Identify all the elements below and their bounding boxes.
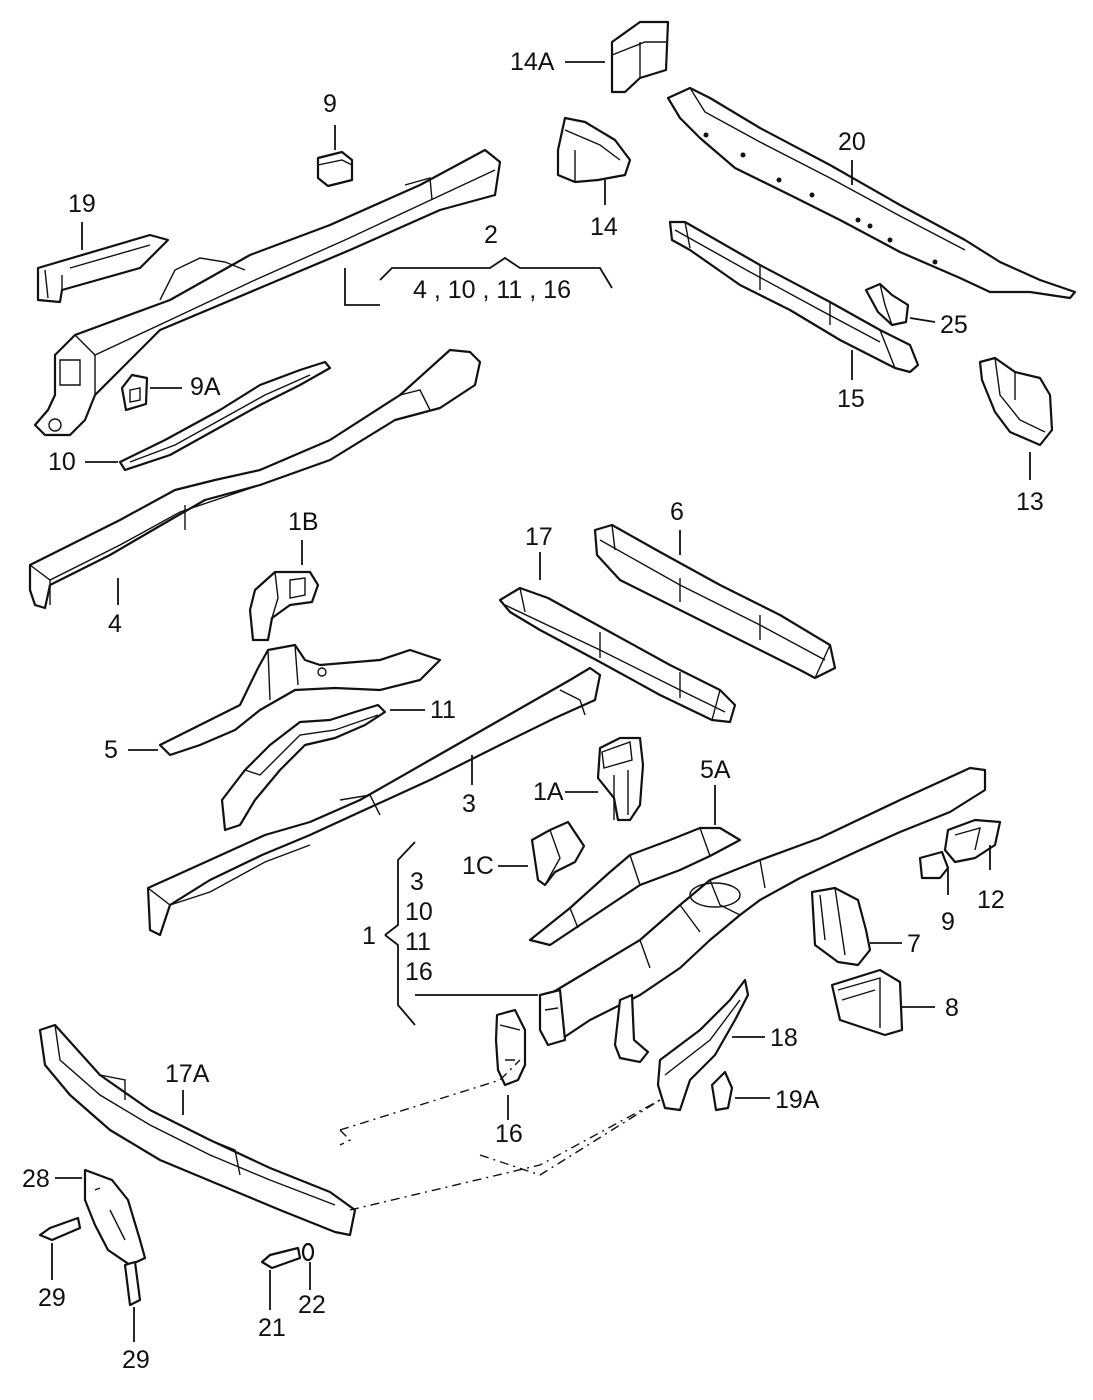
part-25-bracket	[864, 282, 910, 327]
label-13: 13	[1016, 488, 1044, 516]
label-1-group-16: 16	[405, 958, 433, 986]
label-14: 14	[590, 213, 618, 241]
label-17A: 17A	[165, 1060, 210, 1088]
label-1-group-11: 11	[405, 928, 431, 956]
label-1A: 1A	[533, 778, 564, 806]
label-19A: 19A	[775, 1086, 820, 1114]
part-17A-crossmember	[38, 1023, 357, 1237]
label-1C: 1C	[462, 852, 494, 880]
label-9-top: 9	[323, 90, 337, 118]
label-1-group-3: 3	[410, 868, 424, 896]
part-9A-plate	[120, 373, 149, 412]
part-11-reinforcement	[220, 703, 387, 832]
label-9-mid: 9	[941, 908, 955, 936]
part-29-bolt-left	[38, 1216, 82, 1242]
label-5: 5	[104, 736, 118, 764]
label-1B: 1B	[288, 508, 319, 536]
part-1B-bracket	[248, 570, 320, 642]
part-14A-bracket	[610, 20, 670, 94]
label-1-group-10: 10	[405, 898, 433, 926]
part-14-bracket	[556, 116, 632, 184]
part-28-bracket	[83, 1168, 147, 1267]
label-29-bottom: 29	[122, 1346, 150, 1374]
part-7-bracket	[810, 886, 872, 967]
label-21: 21	[258, 1314, 286, 1342]
label-18: 18	[770, 1024, 798, 1052]
label-5A: 5A	[700, 756, 731, 784]
part-16-plate	[538, 988, 567, 1047]
label-29-left: 29	[38, 1284, 66, 1312]
part-29-bolt-bottom	[123, 1260, 142, 1307]
label-25: 25	[940, 311, 968, 339]
label-19: 19	[68, 190, 96, 218]
label-20: 20	[838, 128, 866, 156]
part-1C-bracket	[530, 820, 586, 887]
label-2: 2	[484, 221, 498, 249]
label-14A: 14A	[510, 48, 555, 76]
label-12: 12	[977, 886, 1005, 914]
part-12-bracket	[943, 818, 1002, 864]
part-1A-bracket	[596, 736, 645, 822]
label-28: 28	[22, 1165, 50, 1193]
callout-labels: 14A 9 20 19 14 2 4 , 10 , 11 , 16 25 9A …	[22, 48, 1044, 1374]
part-18-strut	[656, 978, 750, 1112]
label-7: 7	[907, 930, 921, 958]
label-1: 1	[362, 922, 376, 950]
part-10-reinforcement-strip	[118, 360, 332, 472]
label-4: 4	[108, 610, 122, 638]
part-20-crossmember	[666, 86, 1077, 300]
part-19A-plate	[710, 1070, 734, 1112]
label-17: 17	[525, 523, 553, 551]
part-3-side-member	[146, 666, 602, 937]
part-5A-member	[528, 826, 742, 947]
part-4-side-member	[28, 348, 482, 610]
part-front-longitudinal-member	[33, 148, 502, 437]
part-15-crossmember	[668, 220, 920, 374]
label-11: 11	[430, 696, 456, 724]
leader-lines	[51, 61, 1031, 1342]
part-5-member	[158, 643, 442, 757]
label-3: 3	[462, 790, 476, 818]
part-9-block-top	[316, 150, 354, 188]
part-19-bracket	[36, 233, 170, 304]
label-22: 22	[298, 1291, 326, 1319]
label-6: 6	[670, 498, 684, 526]
part-6-crossmember	[593, 523, 837, 680]
part-22-washer	[301, 1242, 315, 1262]
part-13-bracket	[978, 356, 1054, 447]
label-16: 16	[495, 1120, 523, 1148]
part-9-block-mid	[918, 850, 950, 880]
label-8: 8	[945, 994, 959, 1022]
label-2-group: 4 , 10 , 11 , 16	[413, 276, 571, 304]
label-15: 15	[837, 385, 865, 413]
part-small-tab	[613, 993, 650, 1064]
part-8-housing	[830, 968, 904, 1037]
label-9A: 9A	[190, 373, 221, 401]
label-10: 10	[48, 448, 76, 476]
part-21-bolt	[260, 1246, 302, 1270]
part-16-bracket	[494, 1008, 527, 1087]
assembly-guide-lines	[339, 1059, 661, 1211]
part-17-crossmember	[498, 586, 737, 724]
